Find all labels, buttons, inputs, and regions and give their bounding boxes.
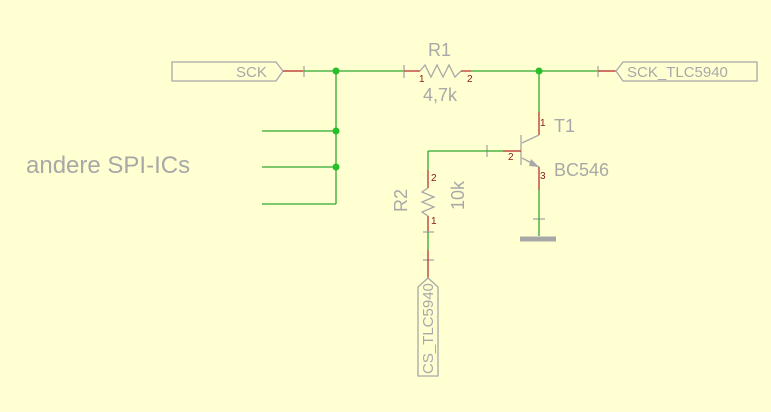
r2-pin1-number: 1 [431,216,437,227]
junction-dot [332,127,340,135]
r1-pin1-number: 1 [419,74,425,85]
junction-dot [535,67,543,75]
sck-port-label: SCK [236,64,267,81]
resistor-icon [420,187,436,217]
r1-name: R1 [428,40,451,60]
r1-pin2-number: 2 [467,74,473,85]
sck-tlc5940-label: SCK_TLC5940 [627,64,728,81]
junction-dot [332,163,340,171]
t1-pin3-number: 3 [540,171,546,182]
junction-dot [332,67,340,75]
resistor-r1[interactable]: R1 4,7k 1 2 [403,40,473,105]
resistor-r2[interactable]: R2 10k 2 1 [391,170,468,233]
resistor-icon [419,63,462,79]
transistor-t1[interactable]: T1 BC546 1 2 3 [486,112,609,190]
r2-pin2-number: 2 [431,173,437,184]
t1-pin2-number: 2 [508,152,514,163]
r2-name: R2 [391,189,411,212]
r1-value: 4,7k [423,85,458,105]
sck-tlc5940-port[interactable]: SCK_TLC5940 [615,61,758,82]
t1-emitter-arrow [529,159,539,167]
other-spi-ics-label: andere SPI-ICs [26,152,190,179]
t1-collector-lead [521,134,540,144]
cs-tlc5940-port[interactable]: CS_TLC5940 [417,277,439,377]
t1-value: BC546 [554,160,609,180]
t1-name: T1 [554,116,575,136]
r2-value: 10k [448,180,468,210]
t1-pin1-number: 1 [540,118,546,129]
sck-port[interactable]: SCK [171,61,284,82]
cs-tlc5940-label: CS_TLC5940 [420,283,437,374]
